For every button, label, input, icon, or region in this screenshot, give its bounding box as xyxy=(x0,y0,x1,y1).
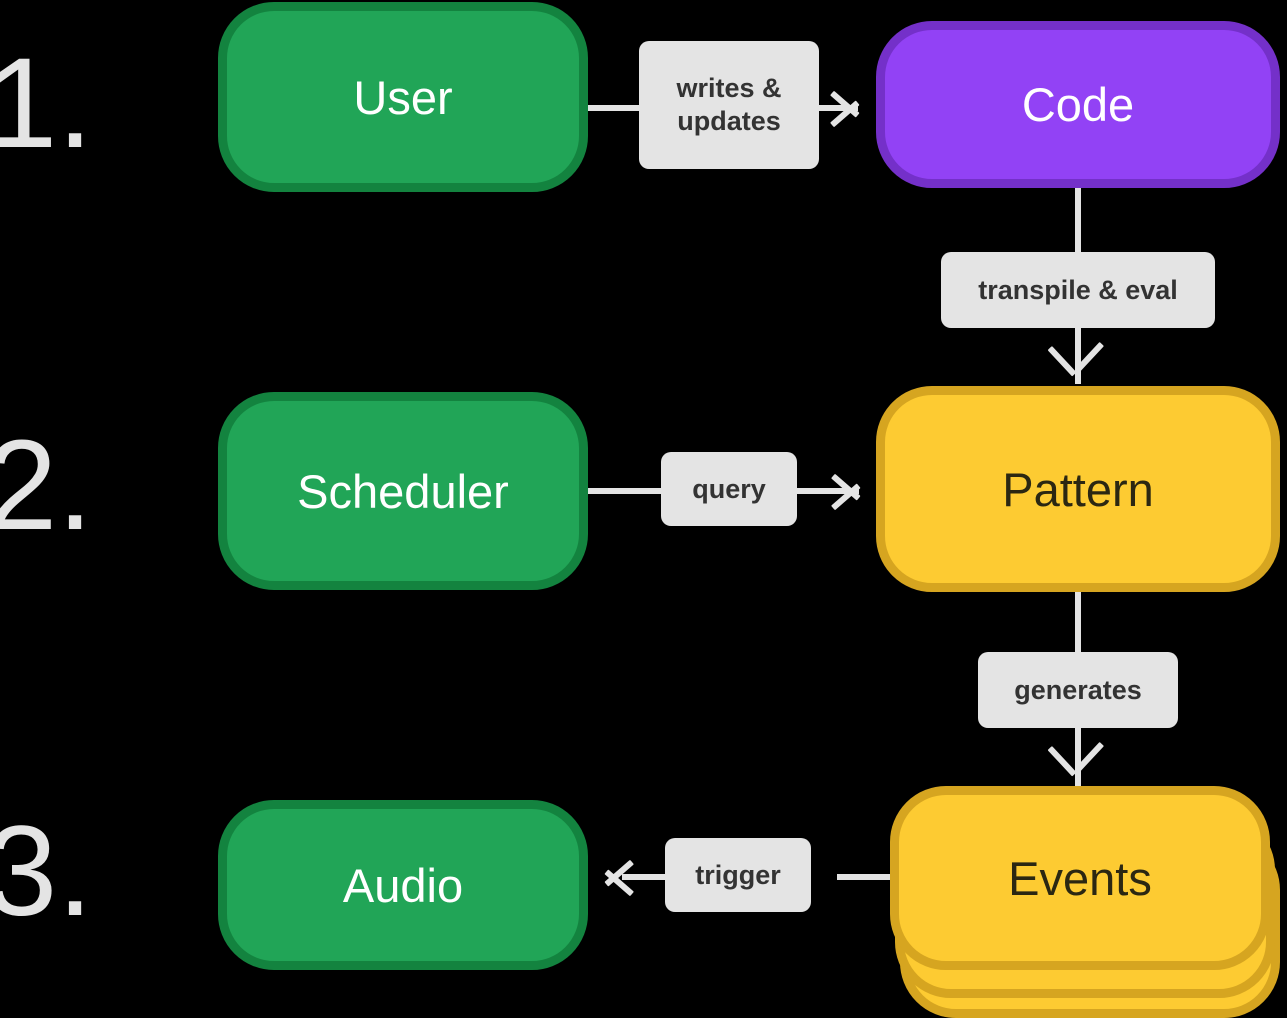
edge-code-pattern-arrowhead xyxy=(1047,341,1106,384)
node-scheduler[interactable]: Scheduler xyxy=(218,392,588,590)
edge-scheduler-pattern-line xyxy=(588,488,662,494)
edge-label-generates: generates xyxy=(978,652,1178,728)
edge-pattern-events-arrowhead xyxy=(1047,741,1106,784)
edge-user-code-line xyxy=(588,105,678,111)
node-code[interactable]: Code xyxy=(876,21,1280,188)
step-number-2: 2. xyxy=(0,414,93,557)
edge-scheduler-pattern-line-tail xyxy=(797,488,859,494)
edge-user-code-arrowhead xyxy=(830,78,868,134)
node-events-label: Events xyxy=(1008,851,1152,905)
edge-pattern-events-line-top xyxy=(1075,592,1081,652)
node-pattern-label: Pattern xyxy=(1002,462,1154,516)
edge-code-pattern-line-top xyxy=(1075,188,1081,252)
edge-code-pattern-line-bottom xyxy=(1075,328,1081,384)
edge-label-transpile-eval: transpile & eval xyxy=(941,252,1215,328)
step-number-1: 1. xyxy=(0,32,93,175)
node-user[interactable]: User xyxy=(218,2,588,192)
node-pattern[interactable]: Pattern xyxy=(876,386,1280,592)
node-code-label: Code xyxy=(1021,78,1135,131)
node-user-label: User xyxy=(353,70,453,124)
node-audio-label: Audio xyxy=(342,858,464,912)
edge-label-query: query xyxy=(661,452,797,526)
node-events[interactable]: Events xyxy=(890,786,1280,1018)
edge-events-audio-line xyxy=(622,874,680,880)
edge-pattern-events-line-bottom xyxy=(1075,728,1081,786)
edge-label-writes-updates: writes & updates xyxy=(639,41,819,169)
edge-user-code-line-tail xyxy=(818,105,858,111)
edge-scheduler-pattern-arrowhead xyxy=(831,461,869,517)
step-number-3: 3. xyxy=(0,800,93,943)
node-audio[interactable]: Audio xyxy=(218,800,588,970)
edge-events-audio-line-tail xyxy=(837,874,897,880)
node-scheduler-label: Scheduler xyxy=(297,464,509,518)
edge-events-audio-arrowhead xyxy=(596,847,634,903)
edge-label-trigger: trigger xyxy=(665,838,811,912)
node-events-front: Events xyxy=(890,786,1270,970)
